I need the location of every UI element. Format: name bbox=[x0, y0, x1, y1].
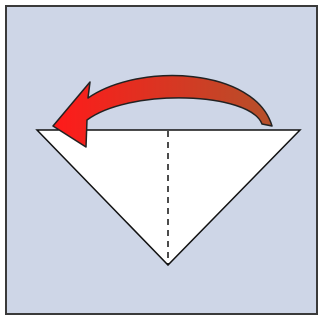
origami-step-illustration bbox=[0, 0, 323, 320]
origami-diagram bbox=[0, 0, 323, 320]
